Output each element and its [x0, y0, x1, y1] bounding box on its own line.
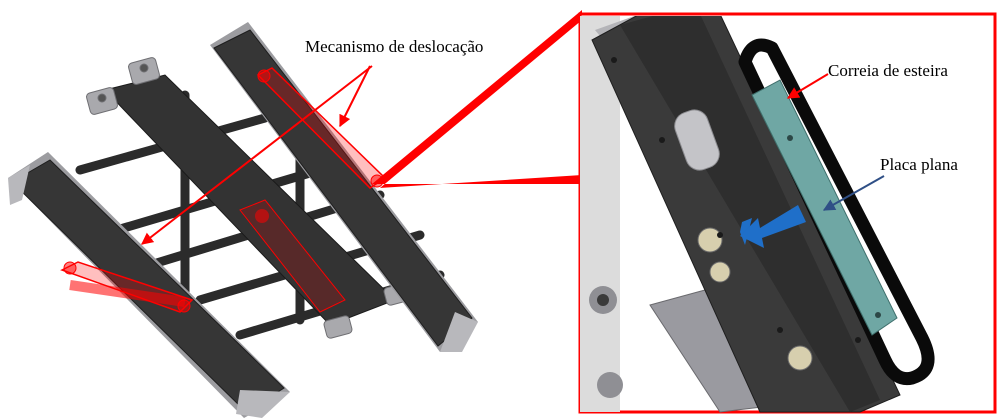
- callout-arrow: [372, 10, 582, 188]
- label-plate: Placa plana: [880, 155, 958, 174]
- zoom-detail: [580, 16, 935, 413]
- arrow-to-right-mechanism: [339, 65, 371, 128]
- highlight-left-mechanism: [60, 261, 194, 313]
- label-mechanism: Mecanismo de deslocação: [305, 37, 483, 56]
- robot-overview: [8, 22, 478, 418]
- track-belt: [738, 38, 935, 386]
- highlight-center-spine: [239, 199, 346, 313]
- arrow-to-belt: [786, 73, 829, 99]
- label-belt: Correia de esteira: [828, 61, 948, 80]
- arrow-to-plate: [822, 175, 885, 211]
- track-right: [210, 22, 478, 352]
- arrow-to-left-mechanism: [141, 65, 373, 245]
